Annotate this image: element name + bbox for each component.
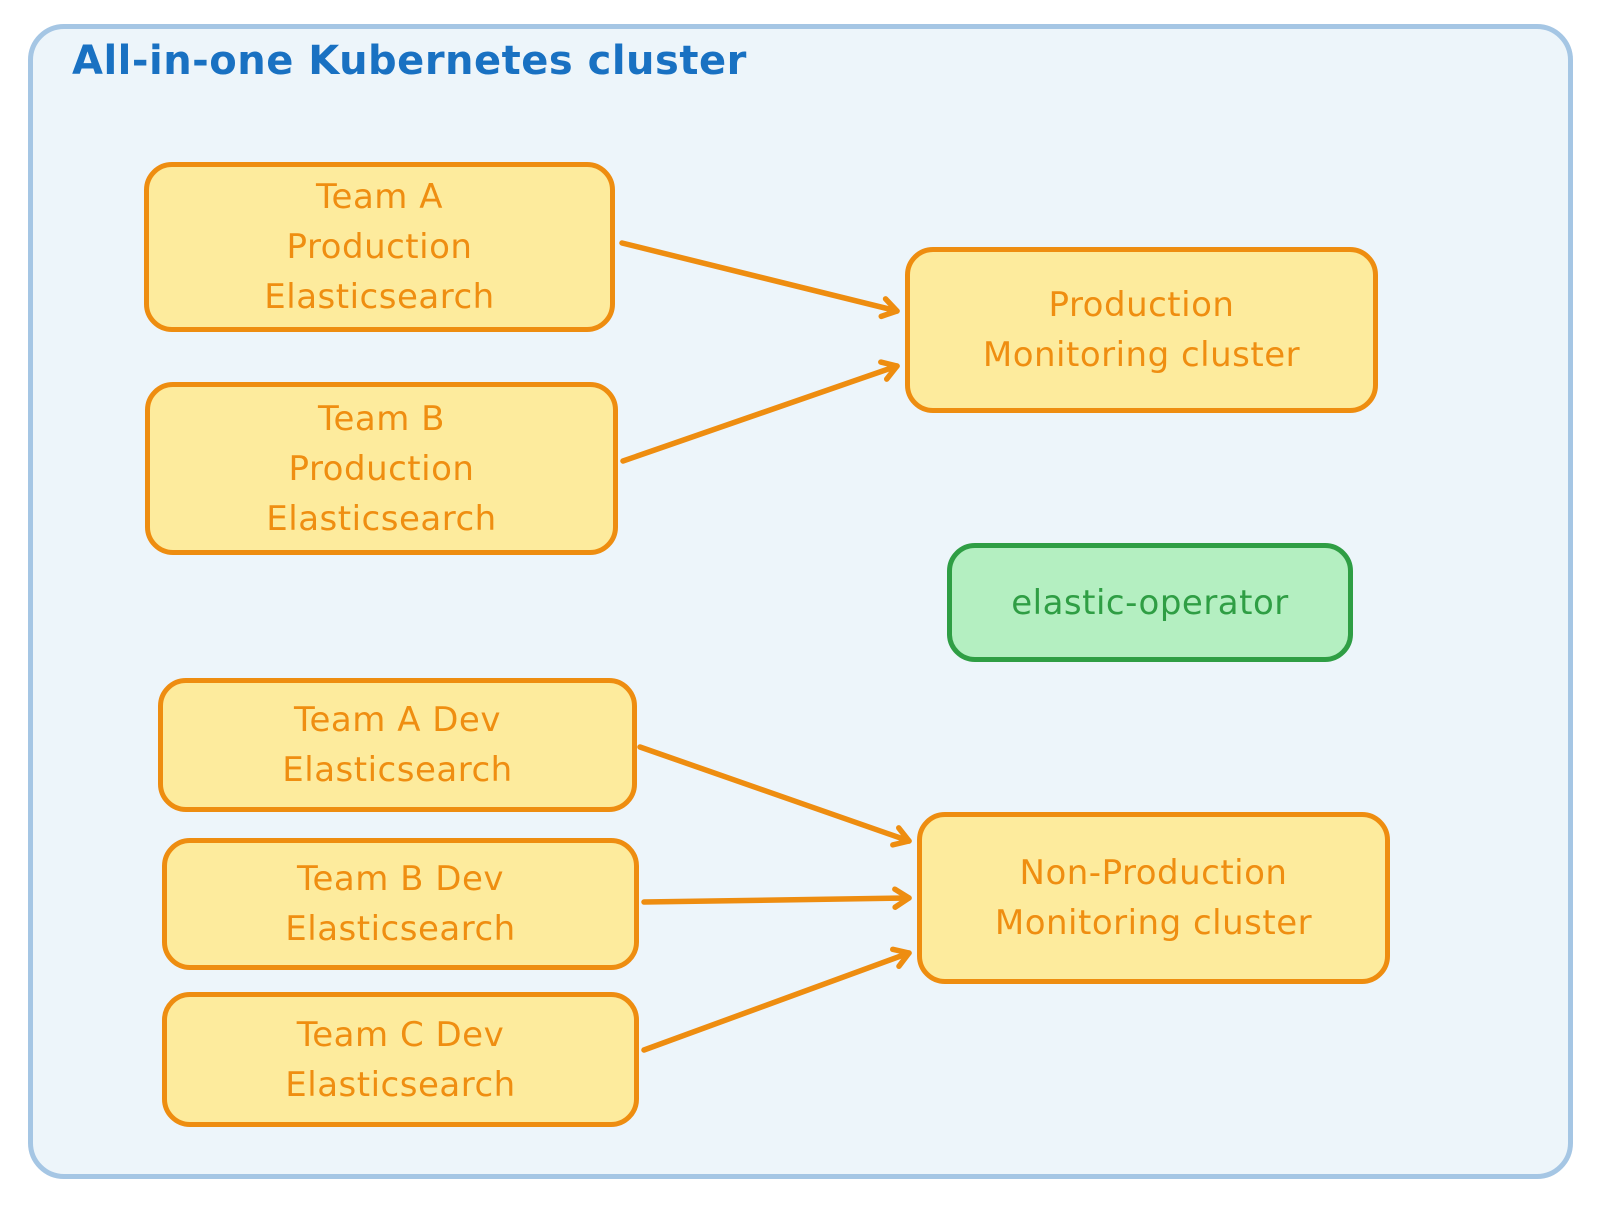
- node-label-line: Team C Dev: [296, 1014, 505, 1055]
- node-production-monitoring-cluster: Production Monitoring cluster: [905, 247, 1378, 413]
- node-team-b-production-elasticsearch: Team B Production Elasticsearch: [145, 382, 618, 555]
- node-non-production-monitoring-cluster: Non-Production Monitoring cluster: [917, 812, 1390, 984]
- node-label-line: Elasticsearch: [266, 498, 497, 539]
- node-label-line: Non-Production: [1019, 853, 1288, 893]
- node-label-line: Production: [286, 227, 473, 267]
- node-label-line: Elasticsearch: [282, 750, 513, 790]
- node-team-a-production-elasticsearch: Team A Production Elasticsearch: [144, 162, 615, 332]
- node-team-c-dev-elasticsearch: Team C Dev Elasticsearch: [162, 992, 639, 1127]
- node-label-line: Monitoring cluster: [994, 903, 1313, 943]
- node-label-line: Monitoring cluster: [982, 335, 1301, 375]
- node-team-a-dev-elasticsearch: Team A Dev Elasticsearch: [158, 678, 637, 812]
- node-label-line: elastic-operator: [1011, 582, 1289, 623]
- node-elastic-operator: elastic-operator: [947, 543, 1353, 662]
- node-label-line: Elasticsearch: [285, 909, 516, 949]
- node-label-line: Team B: [318, 398, 445, 439]
- node-label-line: Elasticsearch: [285, 1064, 516, 1105]
- node-label-line: Team A: [316, 177, 443, 217]
- diagram-title: All-in-one Kubernetes cluster: [72, 38, 747, 84]
- node-label-line: Team A Dev: [294, 700, 501, 740]
- node-label-line: Production: [1048, 285, 1235, 325]
- node-label-line: Team B Dev: [296, 859, 505, 899]
- node-team-b-dev-elasticsearch: Team B Dev Elasticsearch: [162, 838, 639, 970]
- node-label-line: Production: [288, 448, 475, 489]
- node-label-line: Elasticsearch: [264, 277, 495, 317]
